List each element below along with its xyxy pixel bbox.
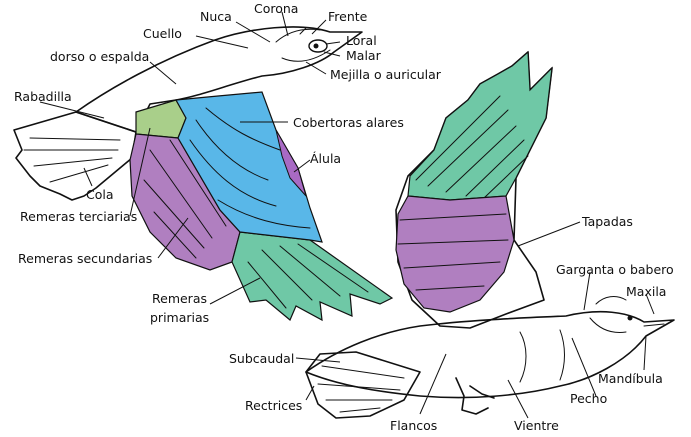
label-terciarias: Remeras terciarias (20, 209, 137, 224)
label-corona: Corona (254, 1, 298, 16)
label-tapadas: Tapadas (581, 214, 633, 229)
label-frente: Frente (328, 9, 368, 24)
right-bird-tail (306, 352, 420, 418)
label-primarias-line2: primarias (150, 310, 209, 325)
label-malar: Malar (346, 48, 382, 63)
right-bird-illustration (306, 52, 674, 418)
label-loral: Loral (346, 33, 377, 48)
label-subcaudal: Subcaudal (229, 351, 294, 366)
label-flancos: Flancos (390, 418, 437, 433)
label-mandibula: Mandíbula (598, 371, 663, 386)
label-garganta: Garganta o babero (556, 262, 674, 277)
label-cobertoras: Cobertoras alares (293, 115, 404, 130)
label-rabadilla: Rabadilla (14, 89, 72, 104)
label-primarias-line1: Remeras (152, 291, 207, 306)
label-cola: Cola (86, 187, 114, 202)
label-cuello: Cuello (143, 26, 182, 41)
label-rectrices: Rectrices (245, 398, 302, 413)
label-dorso: dorso o espalda (50, 49, 149, 64)
labels: Nuca Corona Frente Cuello Loral Malar do… (14, 1, 674, 433)
left-primarias-patch (232, 232, 392, 320)
label-secundarias: Remeras secundarias (18, 251, 152, 266)
right-secundarias-patch (396, 196, 514, 312)
label-maxila: Maxila (626, 284, 666, 299)
label-alula: Álula (310, 151, 341, 166)
label-mejilla: Mejilla o auricular (330, 67, 442, 82)
label-vientre: Vientre (514, 418, 559, 433)
label-nuca: Nuca (200, 9, 232, 24)
label-pecho: Pecho (570, 391, 607, 406)
